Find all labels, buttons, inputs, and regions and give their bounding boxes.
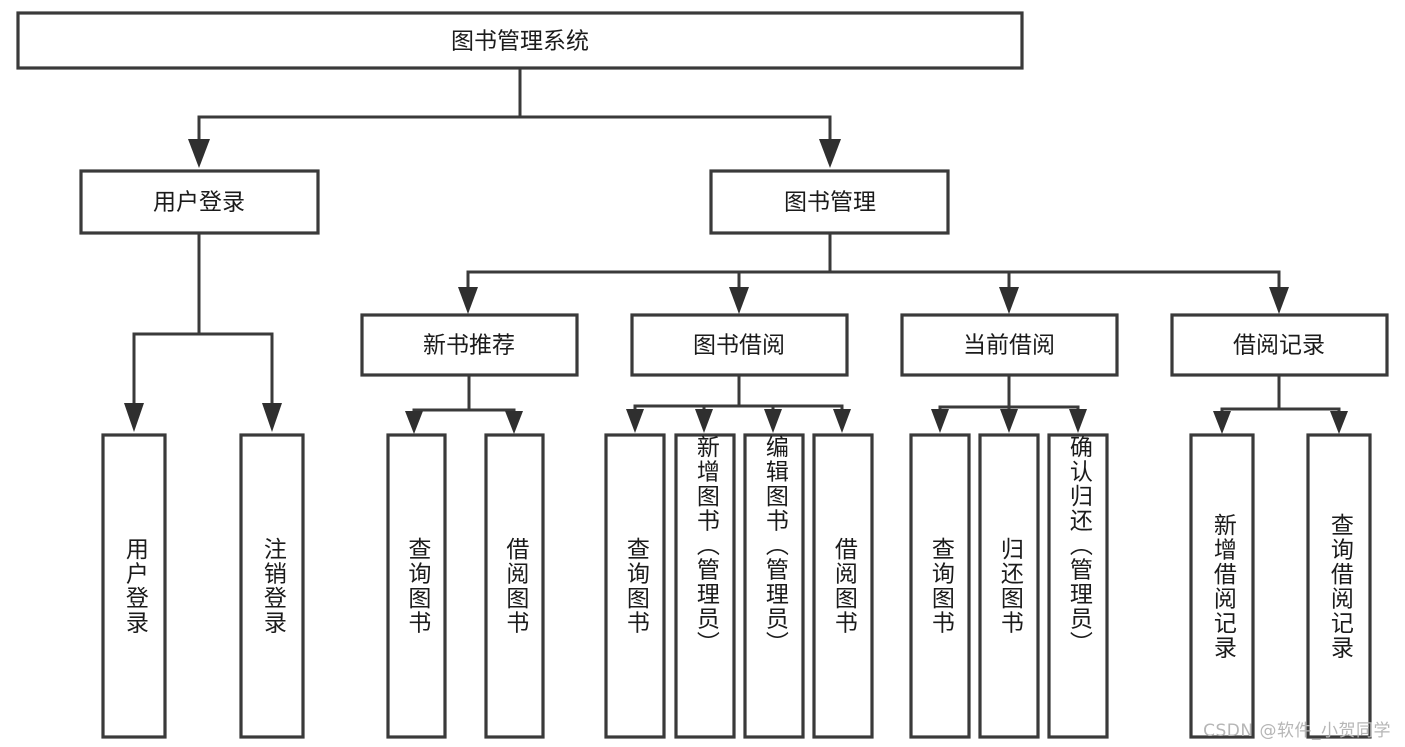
leaf-box-bb-edit-book[interactable] — [743, 433, 805, 739]
arrowhead-leaf-user-login — [124, 403, 144, 432]
leaf-box-cb-query-book[interactable] — [909, 433, 971, 739]
node-book-borrow-box[interactable] — [630, 313, 849, 377]
arrowhead-book-manage — [819, 139, 841, 168]
arrowhead-cb-leaf1 — [931, 409, 949, 433]
node-user-login-label: 用户登录 — [153, 190, 245, 216]
arrowhead-nb-leaf2 — [505, 411, 523, 434]
node-new-book-recommend-label: 新书推荐 — [423, 333, 515, 359]
arrowhead-br-leaf1 — [1213, 411, 1231, 434]
node-root-label: 图书管理系统 — [451, 29, 589, 55]
leaf-box-cb-return-book[interactable] — [978, 433, 1040, 739]
arrowhead-user-login — [188, 139, 210, 168]
leaf-box-nb-borrow-book[interactable] — [484, 433, 545, 739]
arrowhead-book-borrow — [729, 287, 749, 314]
leaf-box-bb-borrow-book[interactable] — [812, 433, 874, 739]
arrowhead-bb-leaf2 — [695, 409, 713, 433]
leaf-box-bb-add-book[interactable] — [674, 433, 736, 739]
node-root-box[interactable] — [16, 11, 1024, 70]
node-book-manage-box[interactable] — [709, 169, 950, 235]
node-borrow-record[interactable]: 借阅记录 — [1170, 313, 1389, 377]
node-borrow-record-label: 借阅记录 — [1233, 333, 1325, 359]
leaf-box-br-query-record[interactable] — [1306, 433, 1372, 739]
leaf-box-br-add-record[interactable] — [1189, 433, 1255, 739]
leaf-box-logout[interactable] — [239, 433, 305, 739]
node-current-borrow-label: 当前借阅 — [963, 333, 1055, 359]
csdn-watermark: CSDN @软件_小贺同学 — [1203, 721, 1391, 741]
node-current-borrow-box[interactable] — [900, 313, 1119, 377]
node-user-login[interactable]: 用户登录 — [79, 169, 320, 235]
node-borrow-record-box[interactable] — [1170, 313, 1389, 377]
leaf-box-bb-query-book[interactable] — [604, 433, 666, 739]
arrowhead-cb-leaf2 — [1000, 409, 1018, 433]
arrowhead-borrow-record — [1269, 287, 1289, 314]
arrowhead-br-leaf2 — [1330, 411, 1348, 434]
node-book-borrow[interactable]: 图书借阅 — [630, 313, 849, 377]
arrowhead-new-book — [458, 287, 478, 314]
node-current-borrow[interactable]: 当前借阅 — [900, 313, 1119, 377]
leaf-box-user-login[interactable] — [101, 433, 167, 739]
node-new-book-recommend[interactable]: 新书推荐 — [360, 313, 579, 377]
node-root[interactable]: 图书管理系统 — [16, 11, 1024, 70]
arrowhead-current-borrow — [999, 287, 1019, 314]
node-book-manage-label: 图书管理 — [784, 190, 876, 216]
node-book-borrow-label: 图书借阅 — [693, 333, 785, 359]
arrowhead-bb-leaf4 — [833, 409, 851, 433]
arrowhead-bb-leaf3 — [764, 409, 782, 433]
node-book-manage[interactable]: 图书管理 — [709, 169, 950, 235]
arrowhead-bb-leaf1 — [626, 409, 644, 433]
leaf-box-cb-confirm-return[interactable] — [1047, 433, 1109, 739]
arrowhead-leaf-logout — [262, 403, 282, 432]
arrowhead-cb-leaf3 — [1069, 409, 1087, 433]
node-new-book-recommend-box[interactable] — [360, 313, 579, 377]
leaf-box-nb-query-book[interactable] — [386, 433, 447, 739]
arrowhead-nb-leaf1 — [405, 411, 423, 434]
